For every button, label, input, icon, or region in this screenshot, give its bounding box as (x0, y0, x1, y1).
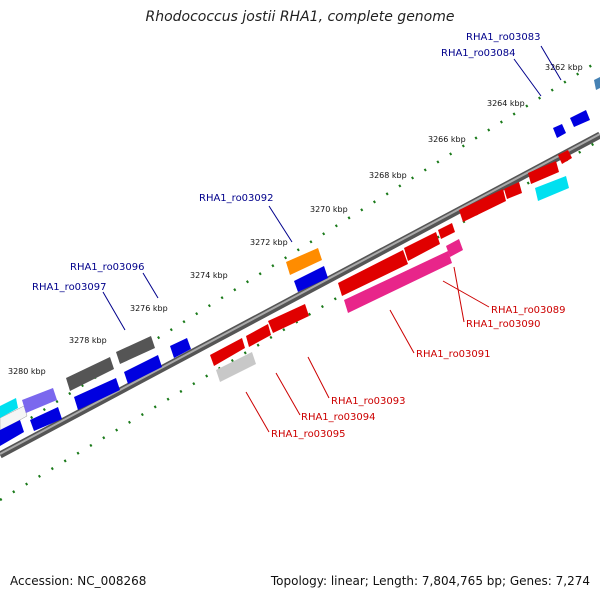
gene-arrow (66, 357, 114, 391)
map-title: Rhodococcus jostii RHA1, complete genome (145, 9, 455, 25)
gene-arrow (170, 338, 191, 358)
gene-label-ro03083[interactable]: RHA1_ro03083 (466, 32, 541, 43)
gene-arrow (74, 378, 120, 410)
tick-label-3280: 3280 kbp (8, 367, 46, 376)
gene-arrow (594, 77, 600, 90)
gene-label-ro03084[interactable]: RHA1_ro03084 (441, 48, 516, 59)
tick-label-3264: 3264 kbp (487, 99, 525, 108)
gene-label-ro03092[interactable]: RHA1_ro03092 (199, 193, 274, 204)
gene-label-ro03094[interactable]: RHA1_ro03094 (301, 412, 376, 423)
gene-arrow (438, 223, 455, 239)
gene-track-reverse (0, 150, 572, 432)
gene-label-ro03090[interactable]: RHA1_ro03090 (466, 319, 541, 330)
gene-arrow (294, 266, 328, 292)
gene-arrow (210, 338, 245, 366)
gene-labels-bottom: RHA1_ro03089 RHA1_ro03090 RHA1_ro03091 R… (271, 305, 566, 440)
gene-track-forward (0, 77, 600, 446)
leader-lines (102, 45, 562, 433)
gene-label-ro03096[interactable]: RHA1_ro03096 (70, 262, 145, 273)
gene-arrow (528, 161, 559, 184)
gene-arrow (553, 124, 566, 138)
gene-arrow (570, 110, 590, 127)
tick-label-3272: 3272 kbp (250, 238, 288, 247)
gene-arrow (22, 388, 57, 413)
gene-label-ro03093[interactable]: RHA1_ro03093 (331, 396, 406, 407)
gene-arrow (30, 407, 62, 431)
gene-arrow (0, 405, 28, 432)
gene-arrow (116, 336, 155, 364)
gene-arrow (0, 420, 24, 446)
gene-arrow (286, 248, 322, 275)
gene-label-ro03091[interactable]: RHA1_ro03091 (416, 349, 491, 360)
gene-labels-top: RHA1_ro03083 RHA1_ro03084 RHA1_ro03092 R… (32, 32, 541, 293)
gene-arrow (504, 182, 522, 199)
gene-arrow (0, 398, 18, 418)
accession-text: Accession: NC_008268 (10, 574, 147, 588)
gene-arrow (338, 250, 408, 296)
gene-arrow (459, 189, 506, 222)
genome-summary-text: Topology: linear; Length: 7,804,765 bp; … (270, 574, 590, 588)
tick-label-3278: 3278 kbp (69, 336, 107, 345)
gene-arrow (268, 304, 309, 333)
gene-label-ro03097[interactable]: RHA1_ro03097 (32, 282, 107, 293)
tick-labels: 3262 kbp 3264 kbp 3266 kbp 3268 kbp 3270… (8, 63, 583, 376)
gene-arrow (535, 176, 569, 201)
gene-arrow (404, 232, 440, 261)
tick-label-3276: 3276 kbp (130, 304, 168, 313)
gene-label-ro03095[interactable]: RHA1_ro03095 (271, 429, 346, 440)
gene-arrow (446, 239, 463, 257)
gene-arrow (124, 355, 162, 384)
tick-label-3274: 3274 kbp (190, 271, 228, 280)
tick-label-3262: 3262 kbp (545, 63, 583, 72)
tick-label-3266: 3266 kbp (428, 135, 466, 144)
gene-arrow (216, 352, 256, 382)
tick-label-3268: 3268 kbp (369, 171, 407, 180)
tick-label-3270: 3270 kbp (310, 205, 348, 214)
gene-arrow (558, 150, 572, 164)
gene-arrow (246, 324, 271, 347)
gene-arrow (344, 251, 452, 313)
gene-label-ro03089[interactable]: RHA1_ro03089 (491, 305, 566, 316)
